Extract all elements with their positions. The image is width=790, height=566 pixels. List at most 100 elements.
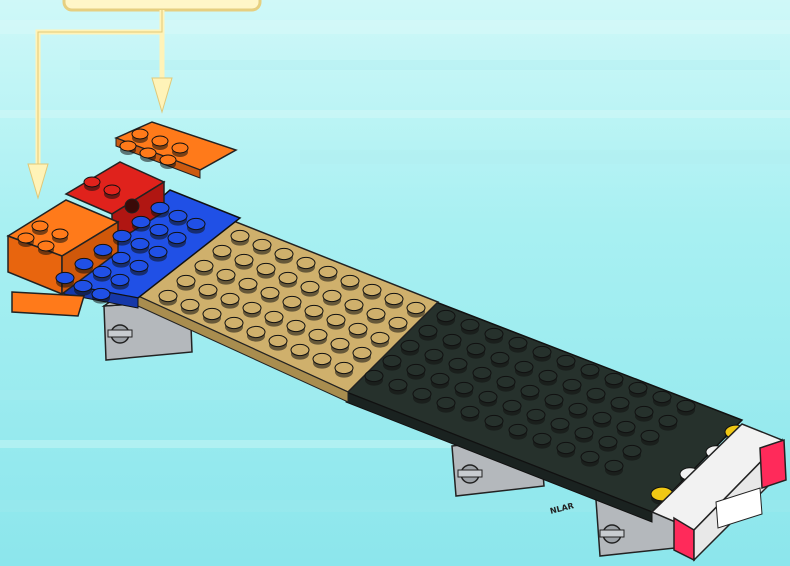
stud — [235, 254, 253, 265]
stud — [533, 346, 551, 357]
stud — [527, 409, 545, 420]
stud — [635, 406, 653, 417]
stud — [509, 424, 527, 435]
stud — [92, 288, 110, 299]
stud — [363, 284, 381, 295]
stud — [473, 367, 491, 378]
stud — [539, 370, 557, 381]
stud — [151, 202, 169, 213]
stud — [587, 388, 605, 399]
stud — [617, 421, 635, 432]
stud — [461, 406, 479, 417]
stud — [341, 275, 359, 286]
stud — [533, 433, 551, 444]
stud — [521, 385, 539, 396]
stud — [437, 397, 455, 408]
stud — [203, 308, 221, 319]
stud — [641, 430, 659, 441]
stud — [52, 229, 68, 239]
stud — [120, 141, 136, 151]
stud — [599, 436, 617, 447]
stud — [74, 280, 92, 291]
stud — [437, 310, 455, 321]
stud — [629, 382, 647, 393]
stud — [407, 302, 425, 313]
stud — [581, 451, 599, 462]
stud — [659, 415, 677, 426]
stud — [32, 221, 48, 231]
callout-box-edge — [64, 0, 260, 10]
stud — [327, 314, 345, 325]
stud — [104, 185, 120, 195]
stud — [449, 358, 467, 369]
stud — [401, 340, 419, 351]
stud — [159, 290, 177, 301]
stud — [425, 349, 443, 360]
stud — [168, 232, 186, 243]
stud — [177, 275, 195, 286]
stud — [297, 257, 315, 268]
stud — [152, 136, 168, 146]
stud — [265, 311, 283, 322]
stud — [485, 328, 503, 339]
stud — [593, 412, 611, 423]
stud — [18, 233, 34, 243]
stud — [225, 317, 243, 328]
stud — [243, 302, 261, 313]
stud — [169, 210, 187, 221]
stud — [150, 224, 168, 235]
stud — [515, 361, 533, 372]
stud — [575, 427, 593, 438]
stud — [623, 445, 641, 456]
stud — [383, 355, 401, 366]
stud — [111, 274, 129, 285]
stud — [569, 403, 587, 414]
stud — [331, 338, 349, 349]
stud — [319, 266, 337, 277]
stud — [389, 317, 407, 328]
stud — [611, 397, 629, 408]
stud — [605, 460, 623, 471]
stud — [443, 334, 461, 345]
stud — [497, 376, 515, 387]
stud — [160, 155, 176, 165]
stud — [301, 281, 319, 292]
stud — [279, 272, 297, 283]
stud — [247, 326, 265, 337]
stud — [557, 355, 575, 366]
stud — [653, 391, 671, 402]
stud — [239, 278, 257, 289]
stud — [335, 362, 353, 373]
stud — [113, 230, 131, 241]
stud — [231, 230, 249, 241]
stud — [419, 325, 437, 336]
stud — [221, 293, 239, 304]
stud — [353, 347, 371, 358]
stud — [491, 352, 509, 363]
stud — [172, 143, 188, 153]
stud — [479, 391, 497, 402]
stud — [283, 296, 301, 307]
stud — [413, 388, 431, 399]
stud — [269, 335, 287, 346]
stud — [84, 177, 100, 187]
stud — [130, 260, 148, 271]
stud — [485, 415, 503, 426]
stud — [557, 442, 575, 453]
stud — [389, 379, 407, 390]
stud — [217, 269, 235, 280]
stud — [313, 353, 331, 364]
stud — [199, 284, 217, 295]
stud — [431, 373, 449, 384]
stud — [149, 246, 167, 257]
stud — [551, 418, 569, 429]
stud — [371, 332, 389, 343]
stud — [261, 287, 279, 298]
stud — [181, 299, 199, 310]
stud — [461, 319, 479, 330]
stud — [563, 379, 581, 390]
stud — [323, 290, 341, 301]
stud — [140, 148, 156, 158]
stud — [131, 238, 149, 249]
stud — [195, 260, 213, 271]
